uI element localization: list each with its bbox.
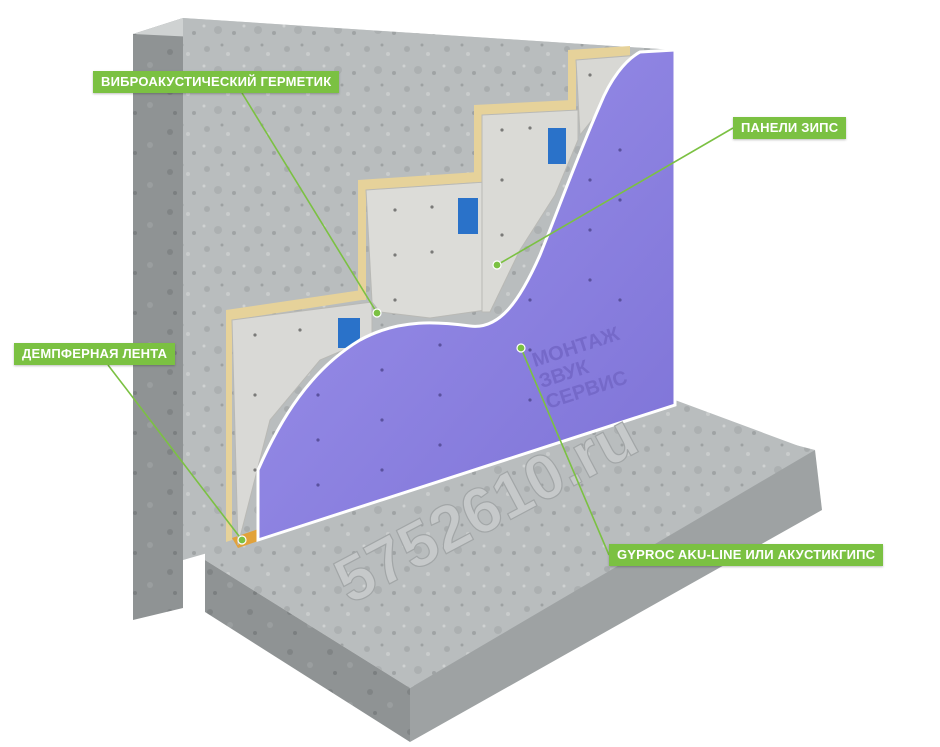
- gyproc-board: [256, 48, 677, 543]
- panel-screws: [253, 73, 592, 472]
- mineral-wool-edge-1: [226, 290, 362, 542]
- concrete-floor-front: [205, 560, 410, 742]
- concrete-floor-right: [410, 450, 822, 742]
- leader-dot-gyproc: [516, 343, 526, 353]
- callout-zips-panels: ПАНЕЛИ ЗИПС: [733, 117, 847, 139]
- leader-dot-sealant: [372, 308, 382, 318]
- mineral-wool-edge-2: [358, 172, 478, 300]
- panel-label-1: [338, 318, 360, 348]
- panel-label-2: [458, 198, 478, 234]
- leader-dots: [237, 260, 526, 545]
- leader-dot-damper: [237, 535, 247, 545]
- callout-damper-tape: ДЕМПФЕРНАЯ ЛЕНТА: [14, 343, 176, 365]
- leader-sealant: [241, 92, 378, 314]
- callout-gyproc: GYPROC AKU-LINE ИЛИ АКУСТИКГИПС: [609, 544, 884, 566]
- wall-side: [133, 18, 183, 620]
- leader-damper: [107, 364, 243, 541]
- board-screws: [316, 148, 622, 487]
- panel-label-3: [548, 128, 566, 164]
- callout-sealant: ВИБРОАКУСТИЧЕСКИЙ ГЕРМЕТИК: [93, 71, 340, 93]
- leader-zips: [496, 127, 734, 266]
- leader-dot-zips: [492, 260, 502, 270]
- leader-gyproc: [520, 347, 610, 556]
- leader-lines: [107, 92, 734, 556]
- concrete-floor-top-main: [205, 405, 815, 688]
